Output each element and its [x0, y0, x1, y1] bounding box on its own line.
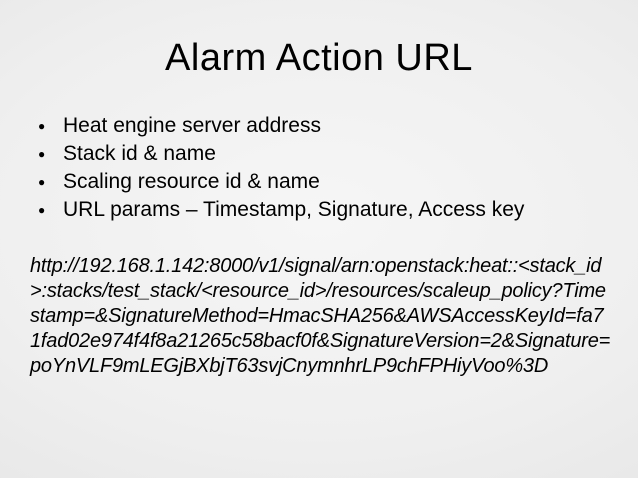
url-line: >:stacks/test_stack/<resource_id>/resour…: [30, 280, 606, 302]
url-line: http://192.168.1.142:8000/v1/signal/arn:…: [30, 255, 602, 277]
bullet-text: Stack id & name: [63, 142, 216, 165]
url-line: poYnVLF9mLEGjBXbjT63svjCnymnhrLP9chFPHiy…: [30, 355, 549, 377]
list-item: ● Scaling resource id & name: [38, 168, 622, 196]
bullet-icon: ●: [38, 175, 46, 189]
bullet-list: ● Heat engine server address ● Stack id …: [38, 112, 622, 224]
bullet-icon: ●: [38, 147, 46, 161]
slide-title: Alarm Action URL: [165, 37, 473, 79]
list-item: ● URL params – Timestamp, Signature, Acc…: [38, 196, 622, 224]
bullet-icon: ●: [38, 119, 46, 133]
url-line: stamp=&SignatureMethod=HmacSHA256&AWSAcc…: [30, 305, 604, 327]
bullet-icon: ●: [38, 203, 46, 217]
url-line: 1fad02e974f4f8a21265c58bacf0f&SignatureV…: [30, 330, 611, 352]
bullet-text: Heat engine server address: [63, 114, 321, 137]
alarm-action-url-text: http://192.168.1.142:8000/v1/signal/arn:…: [30, 254, 630, 379]
bullet-text: URL params – Timestamp, Signature, Acces…: [63, 198, 525, 221]
list-item: ● Stack id & name: [38, 140, 622, 168]
bullet-text: Scaling resource id & name: [63, 170, 320, 193]
list-item: ● Heat engine server address: [38, 112, 622, 140]
